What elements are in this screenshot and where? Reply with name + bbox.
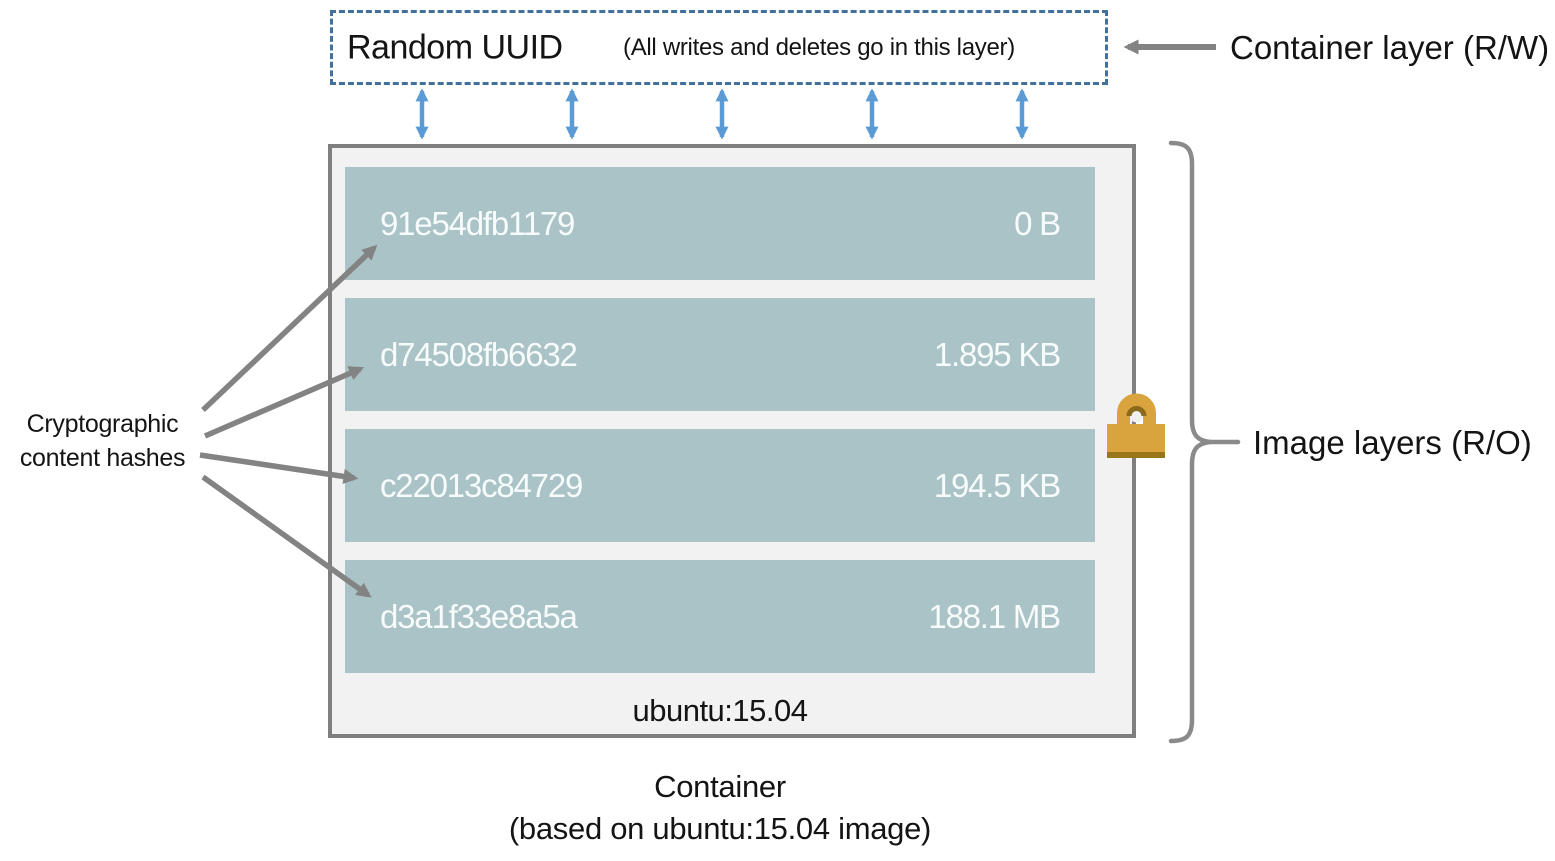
- layer-hash: d3a1f33e8a5a: [380, 597, 578, 635]
- container-caption: Container (based on ubuntu:15.04 image): [330, 766, 1110, 850]
- layer-size: 194.5 KB: [933, 466, 1061, 504]
- image-layer-row: d74508fb6632 1.895 KB: [345, 298, 1095, 411]
- container-box: 91e54dfb1179 0 B d74508fb6632 1.895 KB c…: [328, 144, 1136, 738]
- container-layer-rw-label: Container layer (R/W): [1230, 29, 1550, 66]
- bidirectional-arrow-icon: [415, 88, 1029, 140]
- layer-size: 1.895 KB: [933, 335, 1061, 373]
- image-layer-row: 91e54dfb1179 0 B: [345, 167, 1095, 280]
- layer-size: 188.1 MB: [928, 597, 1061, 635]
- layer-hash: d74508fb6632: [380, 335, 578, 373]
- random-uuid-label: Random UUID: [347, 28, 563, 66]
- crypto-hashes-label: Cryptographic content hashes: [5, 407, 200, 475]
- image-layer-row: c22013c84729 194.5 KB: [345, 429, 1095, 542]
- image-layer-row: d3a1f33e8a5a 188.1 MB: [345, 560, 1095, 673]
- image-layers-ro-label: Image layers (R/O): [1253, 424, 1532, 461]
- layer-hash: c22013c84729: [380, 466, 583, 504]
- caption-line2: (based on ubuntu:15.04 image): [508, 811, 932, 846]
- base-image-label: ubuntu:15.04: [632, 693, 808, 728]
- crypto-hashes-line1: Cryptographic: [26, 410, 179, 438]
- curly-brace: [1168, 140, 1241, 744]
- caption-line1: Container: [654, 769, 786, 804]
- layer-hash: 91e54dfb1179: [380, 204, 575, 242]
- layer-size: 0 B: [1014, 204, 1061, 242]
- writes-note-label: (All writes and deletes go in this layer…: [623, 33, 1015, 61]
- container-layer-box: Random UUID (All writes and deletes go i…: [330, 10, 1108, 85]
- crypto-hashes-line2: content hashes: [19, 444, 186, 472]
